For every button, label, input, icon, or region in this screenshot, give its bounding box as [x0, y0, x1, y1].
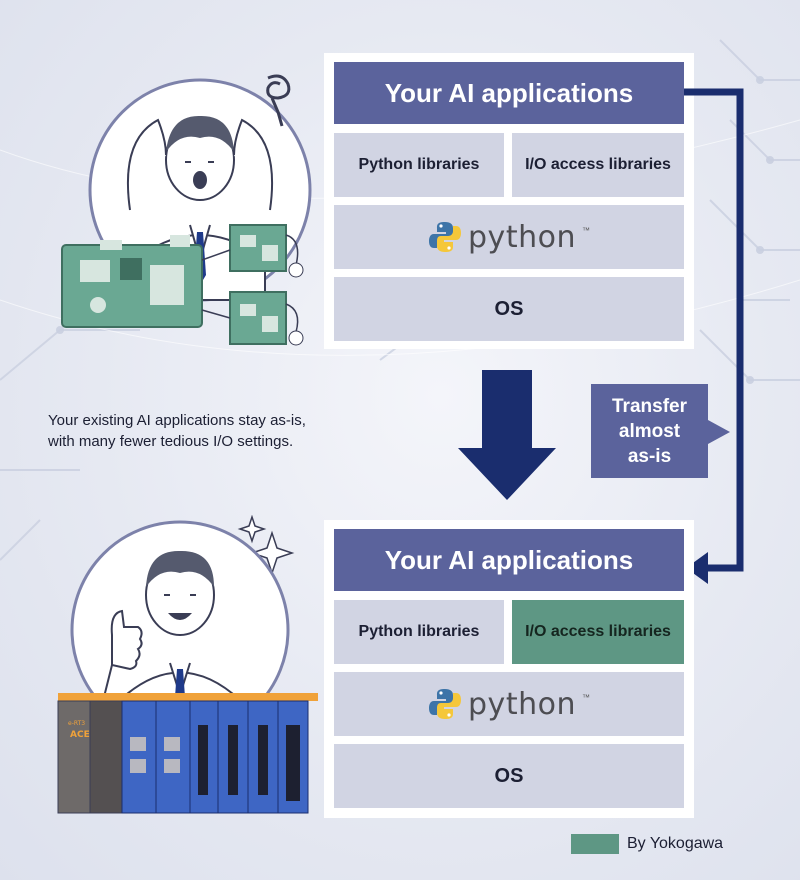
worried-engineer-illustration	[61, 74, 312, 346]
device-model-label: ACE	[70, 730, 90, 740]
software-stack-current: Your AI applications Python libraries I/…	[324, 53, 694, 349]
transfer-callout: Transfer almost as-is	[591, 384, 708, 478]
transfer-line-2: almost	[618, 420, 681, 442]
python-wordmark: python	[468, 686, 576, 722]
circuit-board-small-icon	[201, 224, 304, 346]
os-box: OS	[334, 277, 684, 341]
happy-engineer-illustration: e-RT3 ACE	[57, 515, 318, 814]
transfer-line-1: Transfer	[612, 395, 687, 417]
caption-line-1: Your existing AI applications stay as-is…	[48, 412, 306, 429]
caption-line-2: with many fewer tedious I/O settings.	[48, 433, 294, 450]
yokogawa-controller-icon: e-RT3 ACE	[57, 693, 318, 814]
python-trademark: ™	[581, 225, 590, 235]
python-wordmark: python	[468, 219, 576, 255]
device-brand-label: e-RT3	[68, 720, 85, 727]
python-libraries-box: Python libraries	[334, 133, 504, 197]
ai-applications-box: Your AI applications	[334, 529, 684, 591]
circuit-board-icon	[61, 235, 203, 328]
os-box: OS	[334, 744, 684, 808]
transfer-line-3: as-is	[627, 445, 672, 467]
python-snake-icon	[429, 689, 462, 719]
python-box: python ™	[334, 672, 684, 736]
python-logo: python ™	[428, 687, 590, 722]
python-snake-icon	[429, 222, 462, 252]
io-access-libraries-box-yokogawa: I/O access libraries	[512, 600, 684, 664]
python-box: python ™	[334, 205, 684, 269]
python-libraries-box: Python libraries	[334, 600, 504, 664]
io-access-libraries-box: I/O access libraries	[512, 133, 684, 197]
python-trademark: ™	[581, 692, 590, 702]
caption-text: Your existing AI applications stay as-is…	[48, 410, 378, 452]
python-logo: python ™	[428, 220, 590, 255]
legend-swatch	[571, 834, 619, 854]
ai-applications-box: Your AI applications	[334, 62, 684, 124]
frustration-swirl-icon	[266, 74, 291, 127]
software-stack-yokogawa: Your AI applications Python libraries I/…	[324, 520, 694, 818]
legend-label: By Yokogawa	[627, 835, 724, 852]
legend: By Yokogawa	[571, 834, 723, 854]
